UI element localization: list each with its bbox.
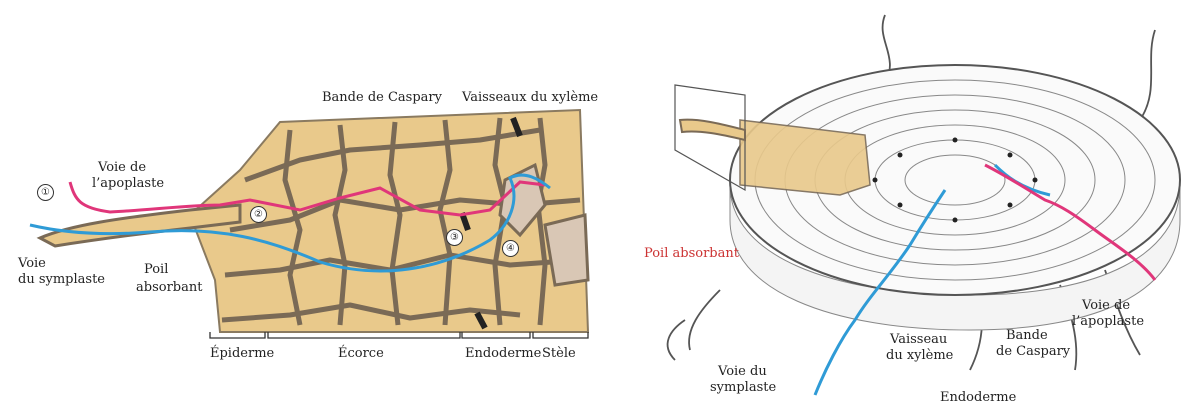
label-xylem-right-line1: Vaisseau: [890, 332, 947, 347]
label-apoplast-right-line1: Voie de: [1082, 298, 1130, 313]
region-label-cortex: Écorce: [338, 346, 384, 361]
label-endoderm-right: Endoderme: [940, 390, 1016, 405]
left-panel-root-section: Bande de Caspary Vaisseaux du xylème Voi…: [0, 0, 600, 408]
label-caspary-right-line1: Bande: [1006, 328, 1048, 343]
right-panel-root-cross-section: Poil absorbant Voie de l’apoplaste Vaiss…: [600, 0, 1190, 408]
label-xylem-right-line2: du xylème: [886, 348, 953, 363]
label-root-hair-right: Poil absorbant: [644, 246, 739, 261]
region-label-stele: Stèle: [542, 346, 576, 361]
label-caspary-right-line2: de Caspary: [996, 344, 1070, 359]
label-symplast-right-line1: Voie du: [718, 364, 767, 379]
label-apoplast-right-line2: l’apoplaste: [1072, 314, 1144, 329]
label-symplast-right-line2: symplaste: [710, 380, 776, 395]
root-hair-right: [680, 120, 745, 140]
region-label-endoderm: Endoderme: [465, 346, 541, 361]
region-label-epidermis: Épiderme: [210, 346, 274, 361]
